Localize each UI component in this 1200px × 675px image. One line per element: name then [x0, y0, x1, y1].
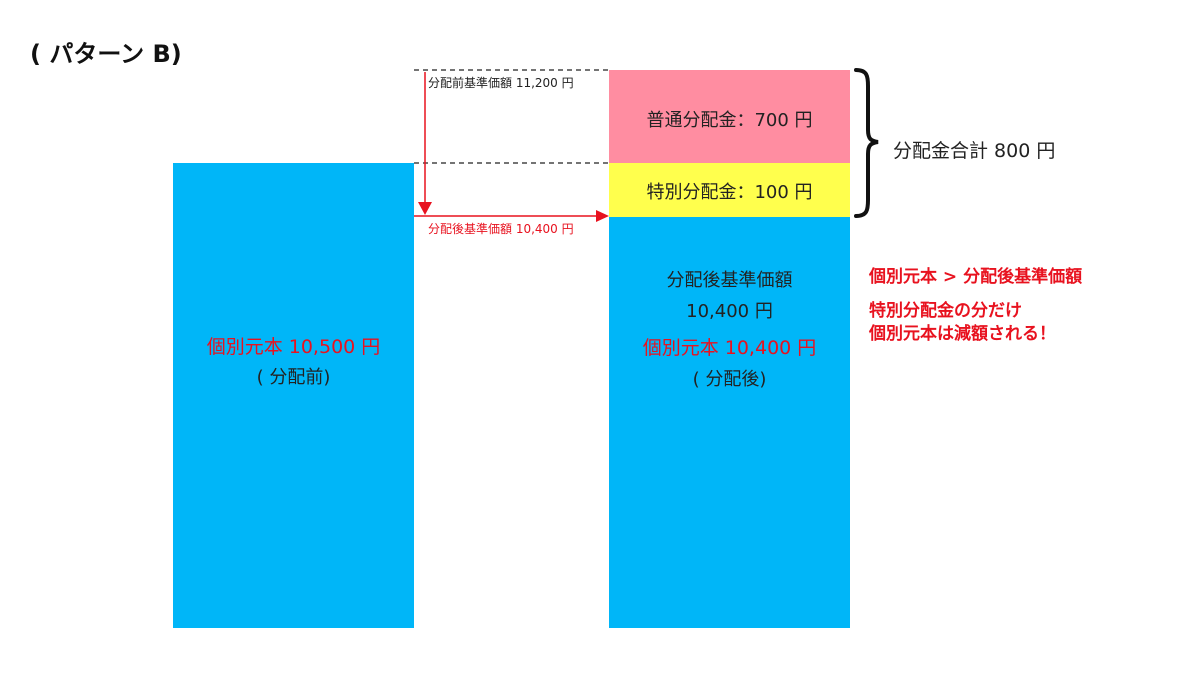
after-nav-label: 分配後基準価額: [666, 270, 793, 291]
block-normal-distribution: [609, 70, 850, 163]
after-nav-value: 10,400 円: [686, 301, 773, 322]
red-arrowhead-right: [596, 210, 609, 222]
curly-brace-icon: [854, 68, 879, 218]
special-distribution-label: 特別分配金：100 円: [646, 182, 813, 203]
note-principal-comparison: 個別元本 > 分配後基準価額: [869, 267, 1083, 287]
note-principal-reduced: 個別元本は減額される！: [869, 324, 1056, 344]
after-principal-label: 個別元本 10,400 円: [642, 337, 817, 359]
red-arrowhead-down: [418, 202, 432, 215]
normal-distribution-label: 普通分配金：700 円: [646, 110, 813, 131]
note-special-distribution: 特別分配金の分だけ: [869, 301, 1022, 321]
bar-after-distribution: [609, 217, 850, 628]
nav-before-label: 分配前基準価額 11,200 円: [428, 76, 574, 90]
block-special-distribution: [609, 163, 850, 217]
nav-after-label: 分配後基準価額 10,400 円: [428, 222, 574, 236]
page-title: ( パターン B): [30, 40, 182, 68]
before-sub-label: ( 分配前): [256, 367, 331, 388]
before-principal-label: 個別元本 10,500 円: [206, 336, 381, 358]
bar-before-distribution: [173, 163, 414, 628]
distribution-total-label: 分配金合計 800 円: [893, 140, 1056, 162]
after-sub-label: ( 分配後): [692, 369, 767, 390]
